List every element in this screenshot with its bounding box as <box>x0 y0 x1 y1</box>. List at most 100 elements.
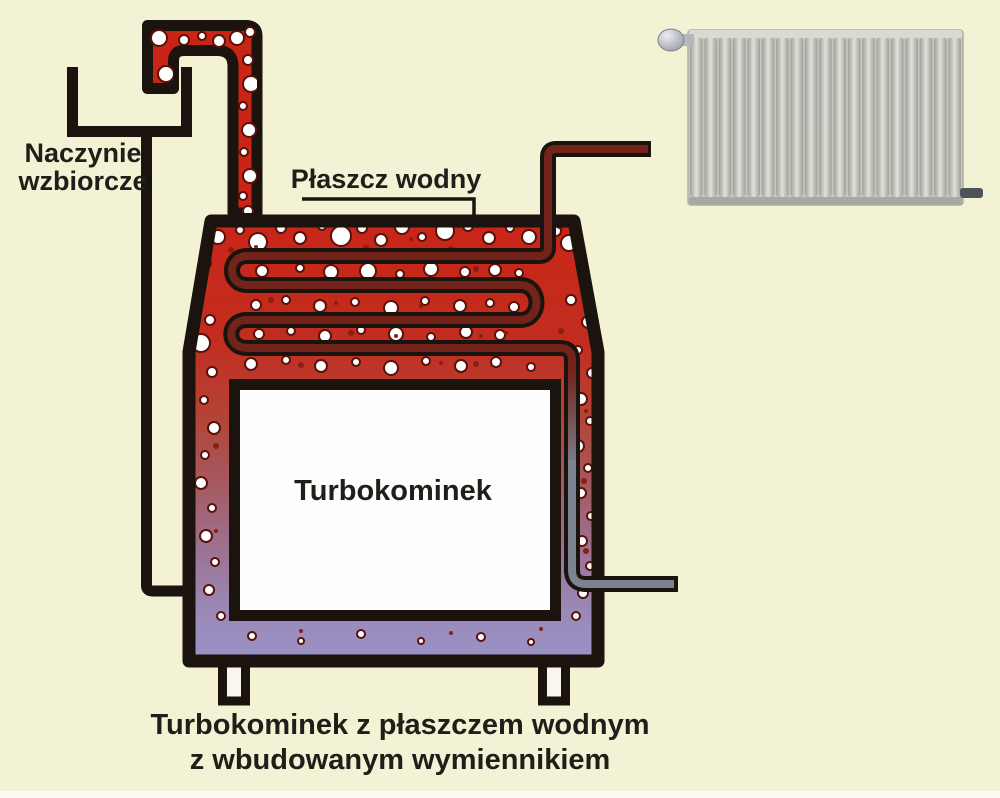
bubble <box>242 205 254 213</box>
bubble <box>299 629 303 633</box>
bubble <box>281 355 291 365</box>
bubble <box>242 168 257 184</box>
bubble <box>241 122 257 138</box>
bubble <box>178 34 190 46</box>
bubble <box>206 366 218 378</box>
radiator-rib <box>948 36 961 198</box>
bubble <box>323 264 339 280</box>
bubble <box>527 638 535 646</box>
bubble <box>297 637 305 645</box>
bubble <box>268 297 274 303</box>
bubble <box>526 362 536 372</box>
bubble <box>286 326 296 336</box>
radiator-rib <box>747 36 760 198</box>
bubble <box>228 247 234 253</box>
bubble <box>242 75 257 93</box>
expansion-vessel <box>67 67 192 137</box>
radiator-rib <box>890 36 904 198</box>
bubble <box>244 357 258 371</box>
radiator-ribs <box>690 36 961 198</box>
bubble <box>504 331 508 335</box>
bubble <box>334 301 338 305</box>
bubble <box>421 356 431 366</box>
bubble <box>482 231 496 245</box>
radiator-rib <box>847 36 861 198</box>
bubble <box>207 503 217 513</box>
radiator-rib <box>690 36 703 198</box>
radiator-rib <box>862 36 875 198</box>
bubble <box>395 269 405 279</box>
bubble <box>247 631 257 641</box>
bubble <box>204 314 216 326</box>
bubble <box>253 328 265 340</box>
bubble <box>238 101 248 111</box>
radiator-rib <box>733 36 746 198</box>
bubble <box>449 631 453 635</box>
bubble <box>571 611 581 621</box>
bubble <box>351 357 361 367</box>
bubble <box>426 332 436 342</box>
expansion-vessel-label: Naczynie wzbiorcze <box>8 139 158 195</box>
water-jacket-label: Płaszcz wodny <box>290 164 482 194</box>
bubble <box>476 632 486 642</box>
bubble <box>583 548 589 554</box>
bubble <box>419 304 423 308</box>
bubble <box>216 611 226 621</box>
bubble <box>212 34 226 48</box>
caption-line2: z wbudowanym wymiennikiem <box>189 744 611 776</box>
overflow-chimney-pipe <box>142 20 263 219</box>
bubble <box>295 263 305 273</box>
bubble <box>313 299 327 313</box>
bubble <box>473 266 479 272</box>
bubble <box>255 264 269 278</box>
radiator <box>657 28 983 206</box>
bubble <box>210 557 220 567</box>
bubble <box>423 261 439 277</box>
radiator-rib <box>718 36 732 198</box>
caption: Turbokominek z płaszczem wodnym z wbudow… <box>100 708 700 778</box>
bubble <box>479 334 483 338</box>
bubble <box>239 147 249 157</box>
bubble <box>508 301 520 313</box>
bubble <box>244 26 256 38</box>
bubble <box>581 478 587 484</box>
bubble <box>207 421 221 435</box>
bubble <box>485 298 495 308</box>
water-jacket-outline <box>182 214 605 668</box>
chimney-bubbles <box>150 26 257 213</box>
bubble <box>558 328 564 334</box>
bubble <box>229 30 245 46</box>
valve-knob <box>657 28 685 52</box>
radiator-rib <box>905 36 918 198</box>
bubble <box>565 294 577 306</box>
bubble <box>350 297 360 307</box>
firebox <box>229 379 561 621</box>
bubble <box>150 29 168 47</box>
bubble <box>494 329 506 341</box>
bubble <box>199 395 209 405</box>
radiator-rib <box>790 36 804 198</box>
radiator-rib <box>704 36 717 198</box>
bubble <box>417 637 425 645</box>
supply-coil-hot <box>227 145 648 468</box>
bottom-edge-strip <box>0 791 1000 798</box>
radiator-rib <box>876 36 890 198</box>
bubble <box>490 356 502 368</box>
radiator-rib <box>761 36 775 198</box>
bubble <box>330 225 352 247</box>
bubble <box>514 268 524 278</box>
bubble <box>203 584 215 596</box>
bubble <box>439 361 443 365</box>
bubble <box>250 299 262 311</box>
return-pipe-cool <box>568 460 674 588</box>
bubble <box>473 361 479 367</box>
bubble <box>374 233 388 247</box>
bubble <box>157 65 175 83</box>
bubble <box>238 191 248 201</box>
expansion-vessel-label-line2: wzbiorcze <box>18 166 148 196</box>
radiator-rib <box>919 36 933 198</box>
radiator-rib <box>776 36 789 198</box>
bubble <box>293 231 307 245</box>
bubble <box>521 229 537 245</box>
